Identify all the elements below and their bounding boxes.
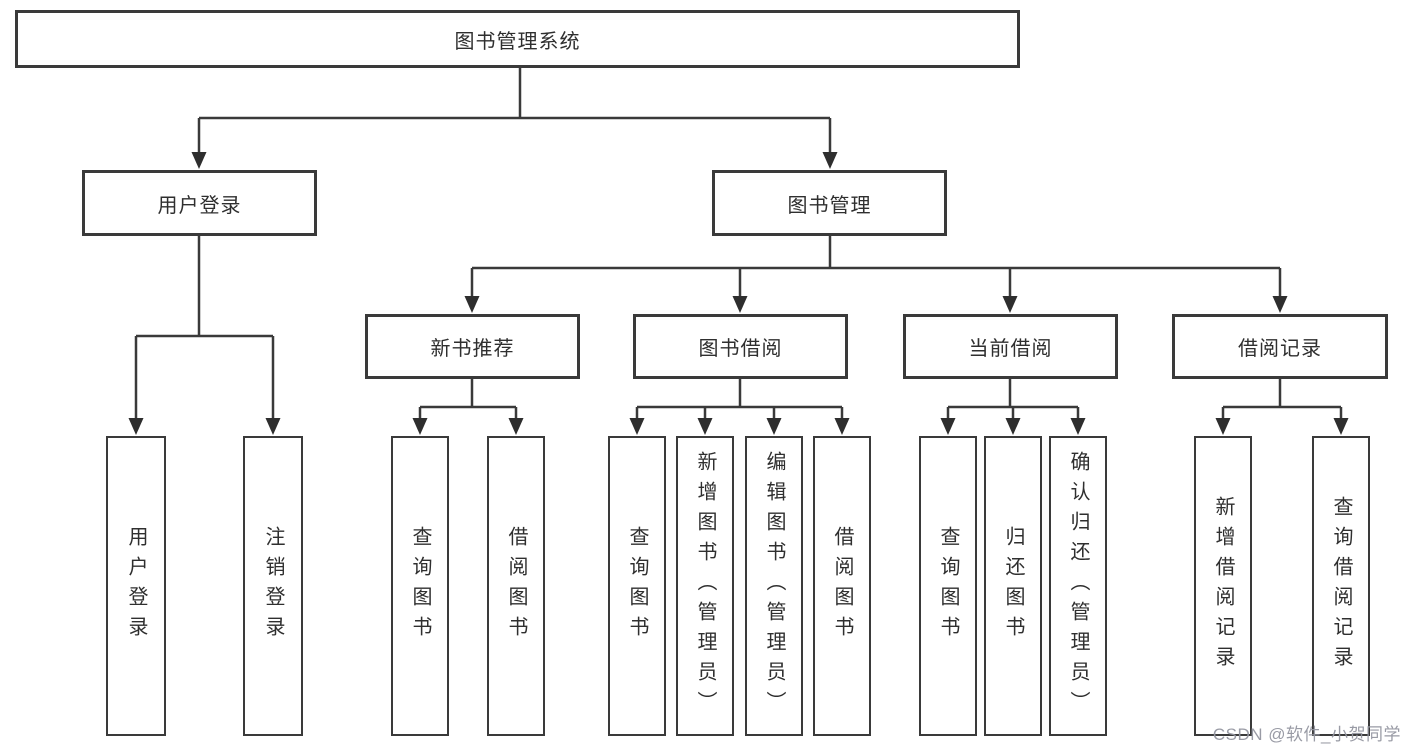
- leaf-logout: 注销登录: [243, 436, 303, 736]
- leaf-query-books-borrow-label: 查询图书: [626, 526, 648, 646]
- leaf-add-book-admin-label: 新增图书（管理员）: [694, 451, 716, 721]
- connector-current-borrow-children: [940, 379, 1086, 435]
- connector-borrow-records-children: [1215, 379, 1349, 435]
- node-book-borrow: 图书借阅: [633, 314, 848, 379]
- leaf-return-book: 归还图书: [984, 436, 1042, 736]
- leaf-borrow-books-recommend: 借阅图书: [487, 436, 545, 736]
- leaf-return-book-label: 归还图书: [1002, 526, 1024, 646]
- leaf-add-borrow-record-label: 新增借阅记录: [1212, 496, 1234, 676]
- leaf-user-login-label: 用户登录: [125, 526, 147, 646]
- csdn-watermark: CSDN @软件_小贺同学: [1212, 725, 1401, 744]
- node-user-login: 用户登录: [82, 170, 317, 236]
- connector-root-to-level2: [191, 68, 838, 169]
- leaf-query-borrow-record: 查询借阅记录: [1312, 436, 1370, 736]
- leaf-query-books-recommend: 查询图书: [391, 436, 449, 736]
- node-current-borrow: 当前借阅: [903, 314, 1118, 379]
- leaf-confirm-return-admin: 确认归还（管理员）: [1049, 436, 1107, 736]
- node-root-system: 图书管理系统: [15, 10, 1020, 68]
- connector-new-book-recommend-children: [412, 379, 524, 435]
- leaf-query-books-current: 查询图书: [919, 436, 977, 736]
- leaf-borrow-books-label: 借阅图书: [831, 526, 853, 646]
- leaf-edit-book-admin: 编辑图书（管理员）: [745, 436, 803, 736]
- leaf-logout-label: 注销登录: [262, 526, 284, 646]
- leaf-add-borrow-record: 新增借阅记录: [1194, 436, 1252, 736]
- connector-user-login-children: [128, 236, 281, 435]
- leaf-user-login: 用户登录: [106, 436, 166, 736]
- leaf-query-borrow-record-label: 查询借阅记录: [1330, 496, 1352, 676]
- leaf-confirm-return-admin-label: 确认归还（管理员）: [1067, 451, 1089, 721]
- leaf-borrow-books-recommend-label: 借阅图书: [505, 526, 527, 646]
- node-book-management: 图书管理: [712, 170, 947, 236]
- connector-book-management-children: [464, 236, 1288, 313]
- leaf-edit-book-admin-label: 编辑图书（管理员）: [763, 451, 785, 721]
- leaf-borrow-books: 借阅图书: [813, 436, 871, 736]
- leaf-query-books-borrow: 查询图书: [608, 436, 666, 736]
- leaf-query-books-recommend-label: 查询图书: [409, 526, 431, 646]
- leaf-add-book-admin: 新增图书（管理员）: [676, 436, 734, 736]
- leaf-query-books-current-label: 查询图书: [937, 526, 959, 646]
- connector-book-borrow-children: [629, 379, 850, 435]
- node-borrow-records: 借阅记录: [1172, 314, 1388, 379]
- node-new-book-recommend: 新书推荐: [365, 314, 580, 379]
